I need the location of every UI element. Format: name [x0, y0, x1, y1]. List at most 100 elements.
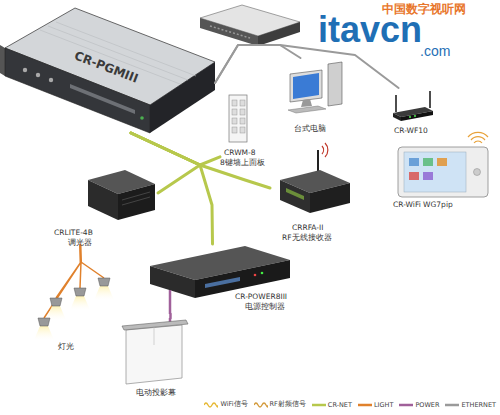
projection-screen — [122, 320, 188, 384]
controller-rack — [36, 73, 40, 77]
touch-panel — [423, 158, 433, 166]
power-controller-node: CR-POWER8III电源控制器 — [145, 244, 295, 314]
wall-keypad — [240, 127, 245, 133]
touch-panel-node: CR-WiFi WG7pip — [385, 138, 495, 214]
projection-screen — [122, 320, 188, 330]
wall-keypad — [232, 118, 237, 124]
downlight — [50, 298, 62, 306]
device-model: 电动投影幕 — [136, 388, 176, 397]
controller-rack — [5, 48, 150, 133]
controller-rack — [140, 116, 144, 120]
dimmer-unit — [122, 192, 150, 205]
legend-swatch — [399, 403, 413, 406]
controller-rack — [0, 8, 215, 133]
legend-swatch — [204, 403, 218, 407]
projection-screen — [126, 325, 182, 384]
legend-item: ETHERNET — [445, 401, 496, 409]
lights-node: 灯光 — [28, 262, 116, 354]
wifi-router — [409, 116, 411, 118]
device-model: 灯光 — [58, 342, 74, 351]
downlight — [94, 286, 114, 300]
legend-text: LIGHT — [374, 401, 393, 409]
downlight — [34, 278, 114, 340]
legend-swatch — [312, 403, 326, 406]
downlight — [34, 326, 54, 340]
wifi-router — [393, 91, 433, 121]
legend-item: POWER — [399, 401, 439, 409]
power-controller — [261, 272, 264, 275]
wall-keypad — [229, 95, 247, 142]
power-wire — [170, 290, 171, 322]
legend-item: WiFi信号 — [204, 400, 247, 409]
projection-screen — [154, 327, 155, 345]
power-controller — [205, 277, 240, 288]
touch-panel — [437, 158, 447, 166]
desktop-computer — [288, 62, 342, 113]
downlight — [38, 318, 50, 326]
legend-swatch — [254, 401, 268, 409]
device-model: CRWM-8 — [224, 148, 256, 157]
device-model: CR-PGMIII — [72, 48, 140, 85]
wall-keypad — [240, 109, 245, 115]
device-description: 8键墙上面板 — [220, 158, 265, 167]
legend-swatch — [358, 403, 372, 406]
desktop-computer — [293, 73, 319, 99]
legend-item: CR-NET — [312, 401, 352, 409]
legend-text: ETHERNET — [461, 401, 496, 409]
legend: WiFi信号 RF射频信号 CR-NET LIGHT POWER ETHERNET — [204, 400, 496, 409]
wall-keypad — [232, 127, 237, 133]
legend-text: WiFi信号 — [220, 400, 247, 409]
legend-swatch — [445, 403, 459, 406]
screen-node: 电动投影幕 — [118, 318, 200, 398]
touch-panel — [409, 158, 419, 166]
power-wire — [169, 290, 172, 322]
legend-swatch — [399, 401, 413, 409]
device-model: 台式电脑 — [294, 124, 326, 133]
rf-signal-symbol — [322, 143, 328, 157]
controller-rack — [23, 68, 27, 72]
power-controller — [254, 274, 257, 277]
watermark: itavcn — [318, 12, 422, 48]
legend-text: POWER — [415, 401, 439, 409]
legend-swatch — [254, 403, 268, 407]
desktop-computer — [328, 62, 342, 106]
wifi-signal-symbol — [468, 132, 488, 143]
desktop-computer — [290, 70, 322, 102]
legend-swatch — [445, 401, 459, 409]
ethernet-cable — [215, 45, 301, 83]
wall-keypad — [240, 100, 245, 106]
device-model: CR-WF10 — [394, 126, 428, 135]
device-description: 调光器 — [68, 238, 92, 247]
dimmer-node: CRLITE-4B调光器 — [50, 165, 158, 245]
rf-receiver — [280, 180, 310, 213]
downlight — [74, 288, 86, 296]
light-cable — [79, 245, 82, 262]
device-model: CRLITE-4B — [54, 228, 93, 237]
device-model: CRRFA-II — [292, 223, 323, 232]
wall-keypad — [240, 118, 245, 124]
rf-receiver — [280, 150, 350, 213]
wall-keypad — [229, 95, 247, 142]
touch-panel — [409, 172, 419, 180]
router-node: CR-WF10 — [380, 88, 442, 138]
rf-receiver-node: CRRFA-IIRF无线接收器 — [270, 143, 365, 243]
rf-signal-symbol — [322, 143, 328, 157]
device-description: 电源控制器 — [245, 302, 285, 311]
cr-net-cable — [131, 133, 200, 193]
legend-swatch — [312, 401, 326, 409]
touch-panel — [423, 172, 433, 180]
ethernet-cable — [215, 45, 399, 88]
device-model: CR-POWER8III — [235, 292, 287, 301]
cr-net-cable — [131, 133, 213, 244]
power-cable — [169, 314, 172, 318]
legend-item: RF射频信号 — [254, 400, 306, 409]
rf-receiver — [310, 183, 350, 213]
device-model: CR-WiFi WG7pip — [393, 200, 453, 209]
legend-swatch — [358, 401, 372, 409]
controller-node: CR-PGMIII — [5, 8, 215, 133]
wifi-router — [393, 113, 401, 121]
device-description: RF无线接收器 — [282, 233, 332, 242]
wall-keypad — [232, 109, 237, 115]
desktop-computer — [301, 99, 312, 107]
